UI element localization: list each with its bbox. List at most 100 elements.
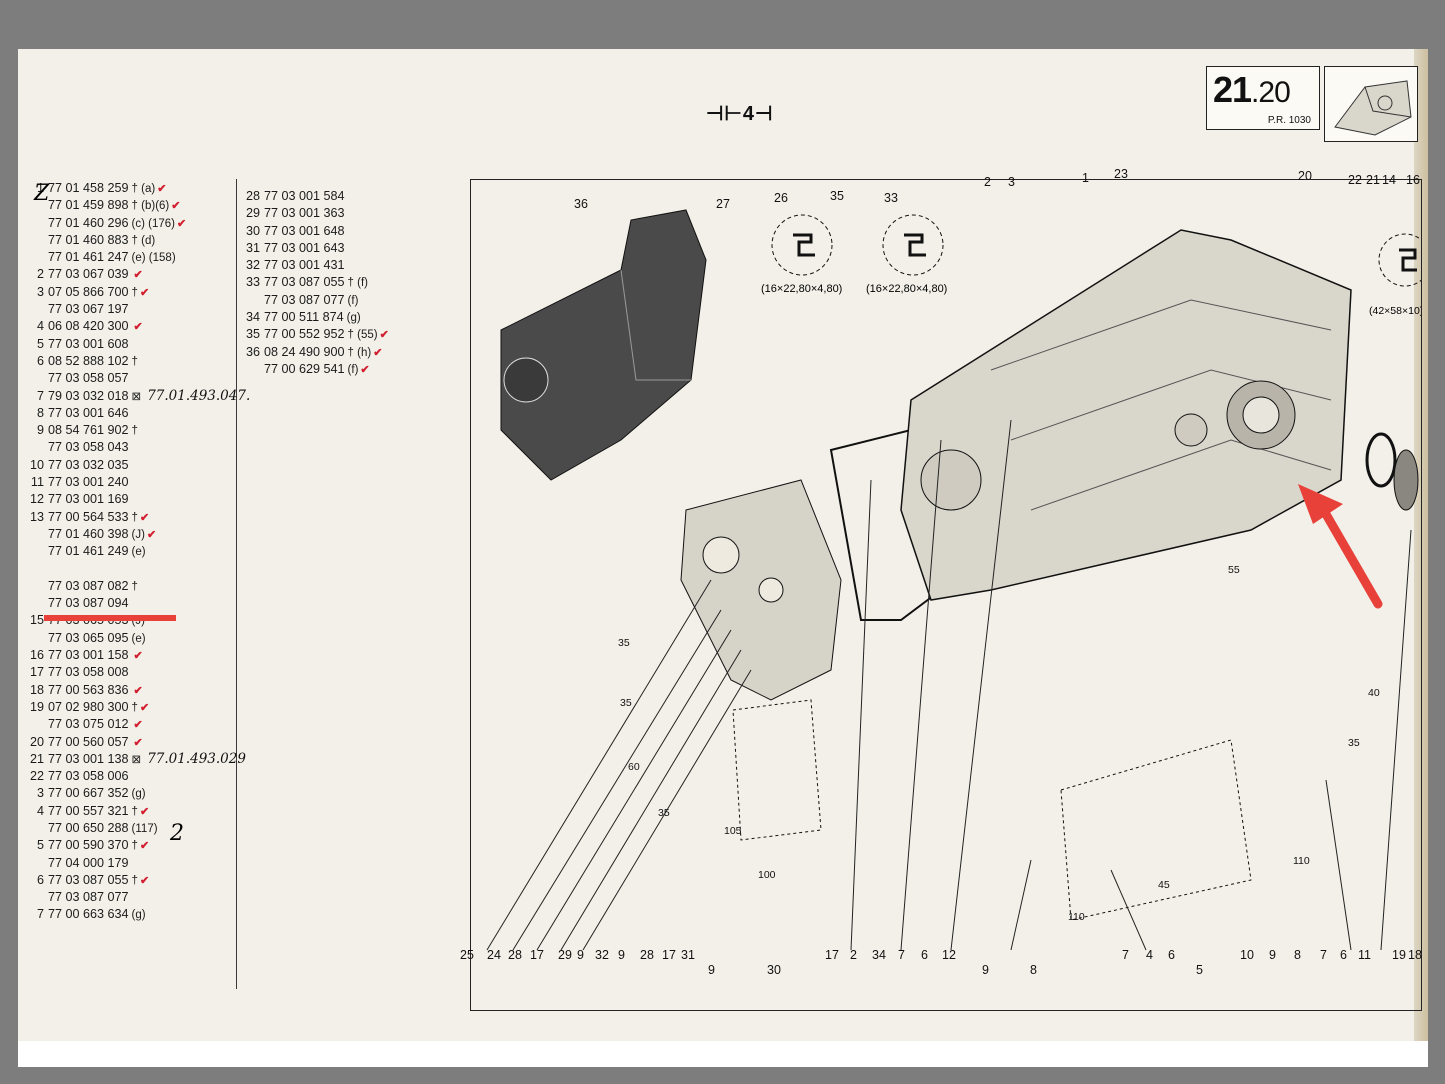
parts-row: 77 00 629 541(f)✔ — [244, 361, 389, 378]
parts-row-number: 77 03 032 035 — [48, 457, 129, 472]
parts-row-number: 77 00 560 057 — [48, 734, 129, 749]
bottom-callout: 9 — [982, 963, 989, 977]
parts-row-number: 77 03 087 077 — [264, 292, 345, 307]
red-arrow-annotation — [1298, 484, 1383, 609]
parts-row-ref: 10 — [29, 457, 44, 472]
parts-row-note: (f) — [347, 294, 359, 307]
top-callout: 36 — [574, 197, 588, 211]
seal-right-dims: (42×58×10) — [1369, 305, 1421, 317]
bottom-callout: 17 — [825, 948, 839, 962]
red-check-mark: ✔ — [139, 286, 150, 299]
parts-row-ref: 35 — [245, 327, 260, 342]
parts-row: 77 01 461 249(e) — [28, 543, 250, 560]
parts-row-number: 77 00 590 370 — [48, 838, 129, 853]
parts-row-ref: 4 — [36, 319, 44, 334]
bolt-length-label: 35 — [618, 637, 630, 649]
gearbox-thumbnail — [1324, 66, 1418, 142]
bottom-callout: 19 — [1392, 948, 1406, 962]
red-check-mark: ✔ — [360, 363, 370, 376]
parts-row-number: 77 00 650 288 — [48, 820, 129, 835]
parts-row-note: † (b)(6) — [131, 200, 170, 213]
parts-row: 77 00 650 288(117) — [28, 820, 250, 837]
gearbox-exploded-view: (16×22,80×4,80) (16×22,80×4,80) (42×58×1… — [486, 209, 1428, 951]
top-callout: 35 — [830, 189, 844, 203]
parts-row-number: 77 03 001 169 — [48, 492, 129, 507]
leader-lines — [486, 419, 1412, 951]
parts-row-number: 77 03 087 055 — [48, 872, 129, 887]
seal-26-detail: (16×22,80×4,80) — [761, 214, 842, 295]
bottom-callout: 28 — [508, 948, 522, 962]
parts-row-number: 77 03 087 094 — [48, 596, 129, 611]
bottom-callout: 32 — [595, 948, 609, 962]
bottom-callout: 9 — [577, 948, 584, 962]
parts-row: 77 04 000 179 — [28, 855, 250, 872]
main-casing — [900, 229, 1352, 601]
parts-row-ref: 6 — [36, 353, 44, 368]
parts-row — [28, 561, 250, 578]
seal-right-detail: (42×58×10) — [1369, 233, 1428, 317]
parts-row-number: 77 00 511 874 — [264, 310, 344, 325]
bottom-callout: 6 — [1340, 948, 1347, 962]
parts-row-number: 77 03 058 006 — [48, 769, 129, 784]
parts-row-number: 07 05 866 700 — [48, 284, 129, 299]
parts-row: 77 03 087 077(f) — [244, 292, 389, 309]
parts-row-note: † — [131, 425, 138, 438]
handwritten-part-number: 77.01.493.029 — [147, 750, 246, 767]
bolt-length-label: 105 — [724, 825, 742, 837]
parts-row-number: 77 01 461 247 — [48, 250, 129, 265]
gasket — [829, 428, 943, 621]
intermediate-cover — [680, 479, 842, 701]
parts-row-ref: 17 — [29, 665, 44, 680]
parts-row: 77 03 065 095(e) — [28, 630, 250, 647]
parts-row-number: 77 03 001 363 — [264, 206, 345, 221]
parts-row: 77 01 460 398(J)✔ — [28, 526, 250, 543]
bottom-callout: 4 — [1146, 948, 1153, 962]
parts-row-number: 77 01 460 296 — [48, 215, 129, 230]
red-check-mark: ✔ — [171, 200, 181, 213]
red-check-mark: ✔ — [139, 874, 150, 887]
parts-row-number: 77 00 667 352 — [48, 786, 129, 801]
parts-row-note: † (a) — [131, 183, 156, 195]
bottom-callout: 10 — [1240, 948, 1254, 962]
bottom-callout: 29 — [558, 948, 572, 962]
parts-row-number: 77 03 087 077 — [48, 890, 129, 905]
parts-row-number: 77 01 459 898 — [48, 198, 129, 213]
parts-row-note: (g) — [131, 909, 146, 922]
top-callout: 22 — [1348, 173, 1362, 187]
parts-row-ref: 5 — [36, 336, 44, 351]
parts-row-number: 77 03 087 055 — [264, 275, 345, 290]
parts-row-ref: 22 — [29, 769, 44, 784]
parts-row-number: 77 00 557 321 — [48, 803, 129, 818]
parts-row-note: ⊠ — [131, 390, 142, 403]
parts-row-number: 77 00 629 541 — [264, 361, 345, 376]
parts-row-note: (g) — [131, 788, 146, 801]
parts-row-note: (117) — [131, 822, 158, 835]
parts-row-number: 77 04 000 179 — [48, 855, 129, 870]
plate-number: 21 — [1213, 69, 1252, 110]
parts-row: 77 03 087 082† — [28, 578, 250, 595]
parts-row-note: † (d) — [131, 234, 156, 247]
top-callout: 23 — [1114, 167, 1128, 181]
bottom-callout: 9 — [1269, 948, 1276, 962]
top-callout: 20 — [1298, 169, 1312, 183]
parts-row-note: † — [131, 701, 138, 714]
parts-row-ref: 28 — [245, 189, 260, 203]
bolt-length-label: 55 — [1228, 564, 1240, 576]
bottom-callout: 2 — [850, 948, 857, 962]
parts-row-number: 07 02 980 300 — [48, 699, 129, 714]
